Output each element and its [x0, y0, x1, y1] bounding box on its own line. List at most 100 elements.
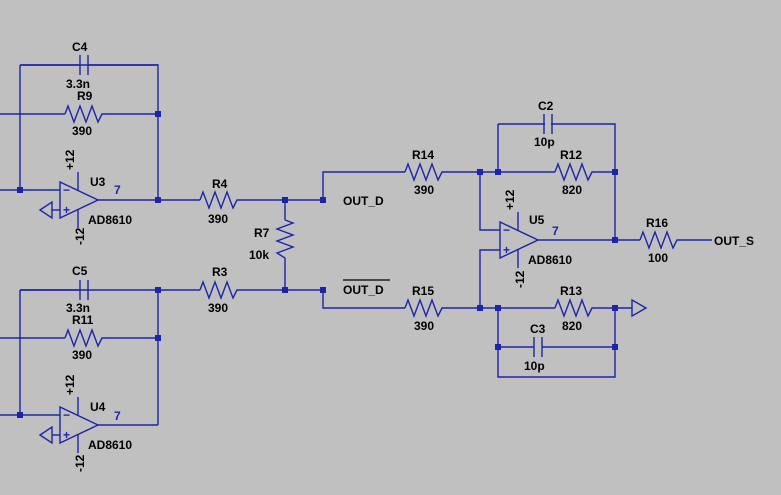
junction-node — [495, 305, 501, 311]
junction-node — [282, 197, 288, 203]
capacitor-c3[interactable]: C3 10p — [498, 322, 615, 373]
resistor-ref: R16 — [646, 216, 668, 230]
net-labels: OUT_D OUT_D OUT_S — [343, 194, 754, 297]
capacitor-value: 3.3n — [66, 301, 90, 315]
junction-node — [612, 237, 618, 243]
resistor-r11[interactable]: R11 390 — [64, 313, 105, 362]
capacitor-ref: C4 — [72, 40, 88, 54]
resistor-ref: R11 — [72, 313, 94, 327]
opamp-u4[interactable]: − + +12 -12 U4 7 AD8610 — [38, 374, 132, 472]
resistor-r7[interactable]: R7 10k — [249, 219, 295, 262]
opamp-triangle — [59, 405, 100, 445]
resistor-value: 390 — [72, 348, 92, 362]
opamp-vpos: +12 — [503, 189, 517, 210]
opamp-u3[interactable]: − + +12 -12 U3 7 AD8610 — [38, 149, 132, 245]
opamp-part: AD8610 — [528, 253, 572, 267]
resistor-value: 390 — [208, 301, 228, 315]
opamp-pin: 7 — [552, 224, 559, 238]
resistor-r14[interactable]: R14 390 — [404, 148, 445, 197]
svg-text:−: − — [63, 183, 70, 197]
resistor-zigzag — [639, 230, 680, 250]
resistor-value: 390 — [414, 319, 434, 333]
resistor-value: 390 — [414, 183, 434, 197]
opamp-ref: U3 — [90, 175, 106, 189]
svg-text:+: + — [63, 428, 70, 442]
capacitor-c4[interactable]: C4 3.3n — [66, 40, 90, 91]
capacitor-ref: C2 — [538, 99, 554, 113]
svg-text:+: + — [63, 203, 70, 217]
junction-node — [155, 335, 161, 341]
resistor-value: 10k — [249, 248, 269, 262]
resistor-r16[interactable]: R16 100 — [639, 216, 680, 265]
ground-symbol — [631, 298, 648, 318]
junction-node — [282, 287, 288, 293]
junction-node — [612, 169, 618, 175]
opamp-vneg: -12 — [73, 227, 87, 245]
capacitor-c5[interactable]: C5 3.3n — [20, 264, 90, 315]
ground-triangle — [631, 298, 648, 318]
capacitor-value: 10p — [524, 359, 545, 373]
opamp-triangle — [499, 220, 540, 260]
opamp-u5[interactable]: − + +12 -12 U5 7 AD8610 — [499, 189, 572, 288]
capacitor-value: 3.3n — [66, 77, 90, 91]
resistor-r4[interactable]: R4 390 — [199, 177, 240, 226]
junction-node — [320, 197, 326, 203]
junction-node — [612, 305, 618, 311]
resistor-ref: R9 — [77, 89, 93, 103]
junction-node — [477, 305, 483, 311]
svg-text:−: − — [63, 408, 70, 422]
net-label-out-d-bar: OUT_D — [343, 283, 384, 297]
resistor-ref: R12 — [560, 148, 582, 162]
resistor-value: 390 — [208, 212, 228, 226]
svg-text:−: − — [503, 223, 510, 237]
wires — [0, 64, 712, 426]
opamp-ref: U5 — [529, 213, 545, 227]
resistor-ref: R3 — [212, 265, 228, 279]
junction-node — [155, 287, 161, 293]
opamp-vneg: -12 — [513, 270, 527, 288]
ground-triangle — [38, 200, 53, 220]
resistor-zigzag — [199, 190, 240, 210]
capacitor-ref: C5 — [72, 264, 88, 278]
resistor-r13[interactable]: R13 820 — [554, 284, 595, 333]
net-label-out-d: OUT_D — [343, 194, 384, 208]
resistor-zigzag — [64, 104, 105, 124]
resistor-zigzag — [554, 162, 595, 182]
capacitor-c2[interactable]: C2 10p — [534, 99, 555, 149]
resistor-zigzag — [554, 298, 595, 318]
opamp-triangle — [59, 180, 100, 220]
opamp-part: AD8610 — [88, 438, 132, 452]
resistor-zigzag — [404, 298, 445, 318]
resistor-value: 820 — [562, 319, 582, 333]
junction-node — [155, 111, 161, 117]
junction-node — [320, 287, 326, 293]
svg-text:+: + — [503, 243, 510, 257]
ground-triangle — [38, 425, 53, 445]
opamp-pin: 7 — [114, 183, 121, 197]
junction-node — [155, 197, 161, 203]
resistor-ref: R7 — [254, 226, 270, 240]
junction-node — [477, 169, 483, 175]
resistor-r9[interactable]: R9 390 — [64, 89, 105, 138]
resistor-r12[interactable]: R12 820 — [554, 148, 595, 197]
resistor-ref: R14 — [412, 148, 434, 162]
net-label-out-s: OUT_S — [714, 234, 754, 248]
opamp-pin: 7 — [114, 409, 121, 423]
resistor-r3[interactable]: R3 390 — [199, 265, 240, 315]
junction-node — [17, 412, 23, 418]
capacitor-value: 10p — [534, 135, 555, 149]
opamp-vpos: +12 — [63, 149, 77, 170]
opamp-part: AD8610 — [88, 213, 132, 227]
resistor-value: 820 — [562, 183, 582, 197]
junction-node — [495, 169, 501, 175]
resistor-r15[interactable]: R15 390 — [404, 284, 445, 333]
resistor-zigzag — [199, 280, 240, 300]
resistor-zigzag — [404, 162, 445, 182]
resistor-ref: R15 — [412, 284, 434, 298]
junction-node — [17, 187, 23, 193]
opamp-ref: U4 — [90, 400, 106, 414]
opamp-vneg: -12 — [73, 454, 87, 472]
resistor-zigzag — [64, 328, 105, 348]
opamp-vpos: +12 — [63, 374, 77, 395]
